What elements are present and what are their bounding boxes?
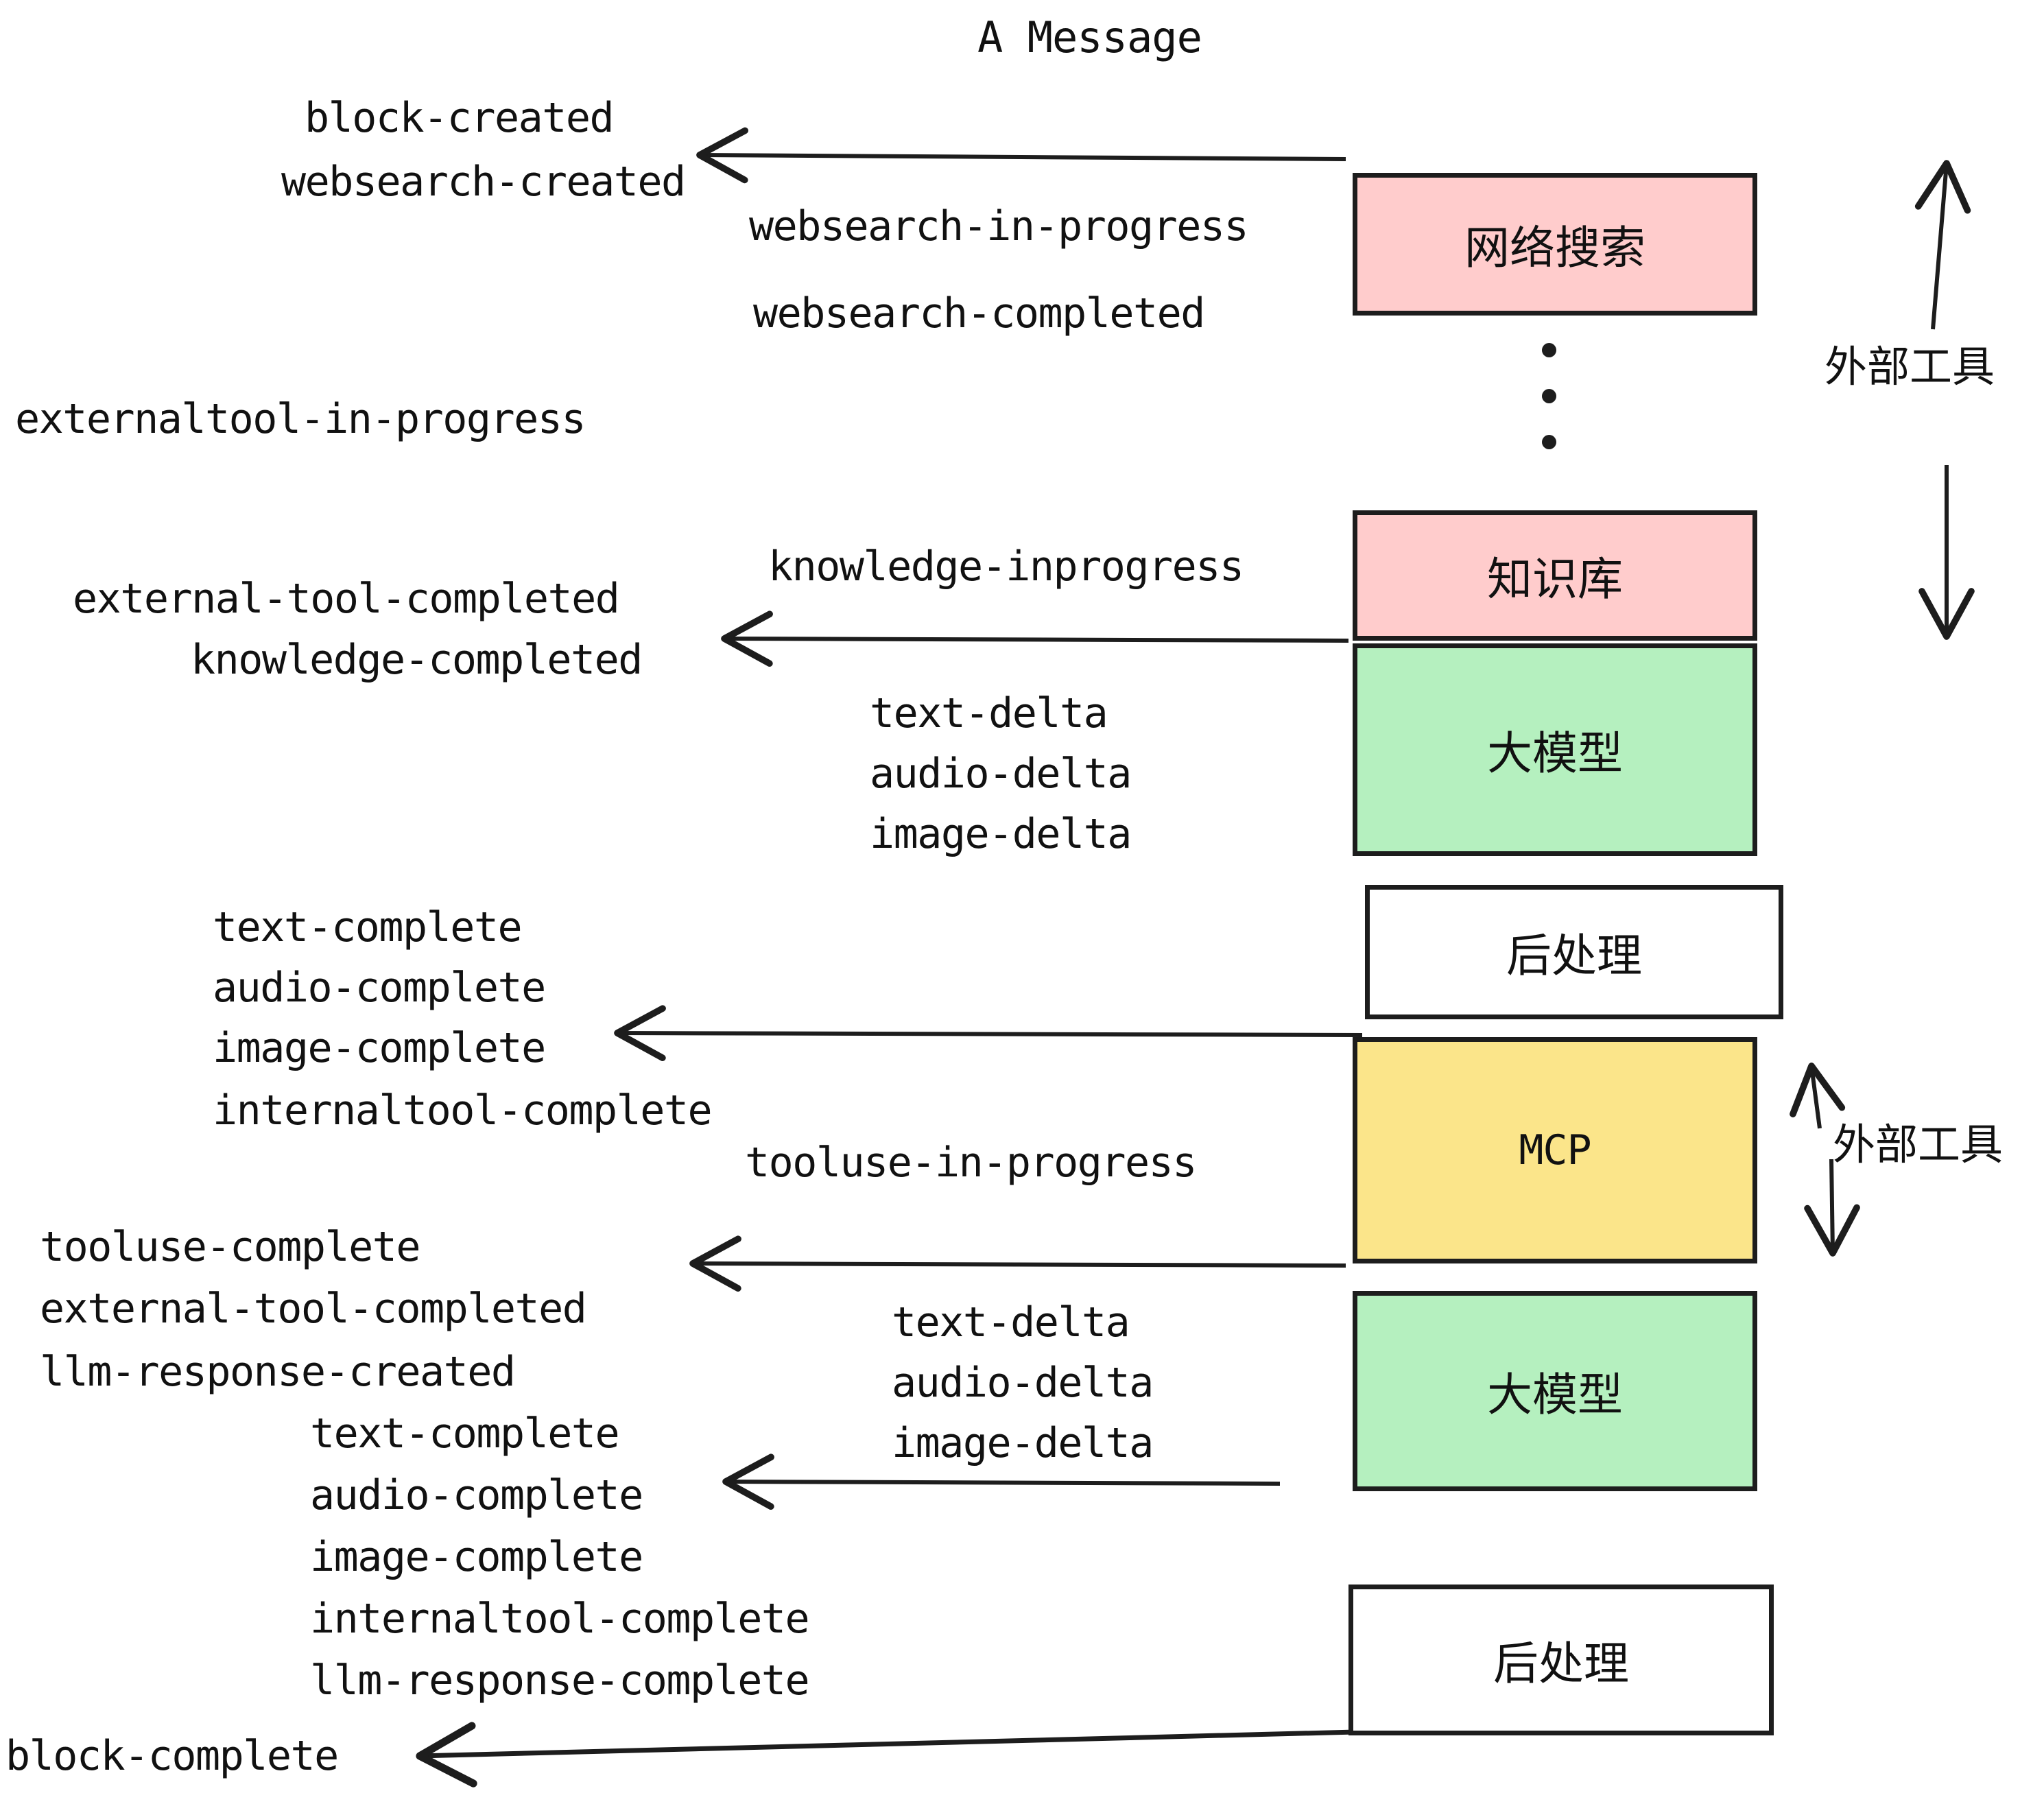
arrow-postprocess2-to-block-complete bbox=[416, 1722, 1356, 1788]
event-text-complete-1: text-complete bbox=[213, 903, 523, 951]
event-externaltool-in-progress: externaltool-in-progress bbox=[15, 395, 586, 443]
event-internaltool-complete-1: internaltool-complete bbox=[213, 1087, 713, 1135]
event-tooluse-complete: tooluse-complete bbox=[40, 1223, 420, 1271]
arrow-external-tools-bottom-down bbox=[1804, 1159, 1860, 1257]
event-text-delta-1: text-delta bbox=[870, 689, 1108, 737]
node-knowledge[interactable]: 知识库 bbox=[1353, 510, 1757, 641]
event-text-complete-2: text-complete bbox=[310, 1410, 620, 1458]
event-llm-response-created: llm-response-created bbox=[40, 1348, 516, 1396]
event-tooluse-in-progress: tooluse-in-progress bbox=[745, 1139, 1197, 1187]
side-label-external-tools-bottom: 外部工具 bbox=[1833, 1119, 2004, 1170]
event-audio-complete-2: audio-complete bbox=[310, 1471, 643, 1519]
event-audio-complete-1: audio-complete bbox=[213, 964, 546, 1012]
node-websearch-label: 网络搜索 bbox=[1464, 222, 1645, 274]
event-internaltool-complete-2: internaltool-complete bbox=[310, 1595, 810, 1643]
arrow-external-tools-bottom-up bbox=[1790, 1063, 1846, 1129]
arrow-llm2-to-audio-complete bbox=[722, 1453, 1281, 1510]
side-label-external-tools-top: 外部工具 bbox=[1825, 342, 1995, 392]
event-websearch-created: websearch-created bbox=[281, 158, 686, 206]
arrow-mcp-to-tooluse-complete bbox=[689, 1235, 1346, 1292]
event-text-delta-2: text-delta bbox=[892, 1298, 1130, 1346]
node-llm-2-label: 大模型 bbox=[1487, 1368, 1623, 1421]
event-audio-delta-2: audio-delta bbox=[892, 1359, 1154, 1407]
page-title: A Message bbox=[977, 12, 1202, 62]
node-knowledge-label: 知识库 bbox=[1487, 553, 1623, 606]
node-llm-1-label: 大模型 bbox=[1487, 727, 1623, 780]
node-mcp-label: MCP bbox=[1519, 1126, 1591, 1174]
arrow-knowledge-to-knowledge-completed bbox=[721, 610, 1349, 667]
event-block-created: block-created bbox=[305, 94, 615, 142]
event-external-tool-completed-2: external-tool-completed bbox=[40, 1285, 587, 1333]
arrow-websearch-to-block-created bbox=[696, 127, 1346, 184]
node-postprocess-1[interactable]: 后处理 bbox=[1365, 885, 1783, 1019]
node-mcp[interactable]: MCP bbox=[1353, 1037, 1757, 1263]
node-websearch[interactable]: 网络搜索 bbox=[1353, 173, 1757, 316]
event-image-delta-2: image-delta bbox=[892, 1419, 1154, 1467]
event-websearch-in-progress: websearch-in-progress bbox=[749, 202, 1249, 250]
vertical-ellipsis bbox=[1542, 343, 1556, 481]
event-audio-delta-1: audio-delta bbox=[870, 750, 1132, 798]
event-image-delta-1: image-delta bbox=[870, 810, 1132, 858]
arrow-external-tools-top-up bbox=[1914, 160, 1971, 330]
event-image-complete-1: image-complete bbox=[213, 1024, 546, 1072]
node-postprocess-1-label: 后处理 bbox=[1506, 929, 1642, 982]
event-llm-response-complete: llm-response-complete bbox=[310, 1657, 810, 1705]
arrow-postprocess1-to-image-complete bbox=[614, 1005, 1363, 1061]
event-knowledge-inprogress: knowledge-inprogress bbox=[768, 543, 1244, 591]
event-websearch-completed: websearch-completed bbox=[753, 289, 1205, 337]
node-postprocess-2-label: 后处理 bbox=[1493, 1637, 1629, 1690]
event-knowledge-completed: knowledge-completed bbox=[191, 636, 643, 684]
node-llm-1[interactable]: 大模型 bbox=[1353, 643, 1757, 856]
node-llm-2[interactable]: 大模型 bbox=[1353, 1291, 1757, 1491]
node-postprocess-2[interactable]: 后处理 bbox=[1348, 1585, 1774, 1735]
event-block-complete: block-complete bbox=[5, 1732, 339, 1780]
event-external-tool-completed-1: external-tool-completed bbox=[73, 575, 620, 623]
event-image-complete-2: image-complete bbox=[310, 1533, 643, 1581]
